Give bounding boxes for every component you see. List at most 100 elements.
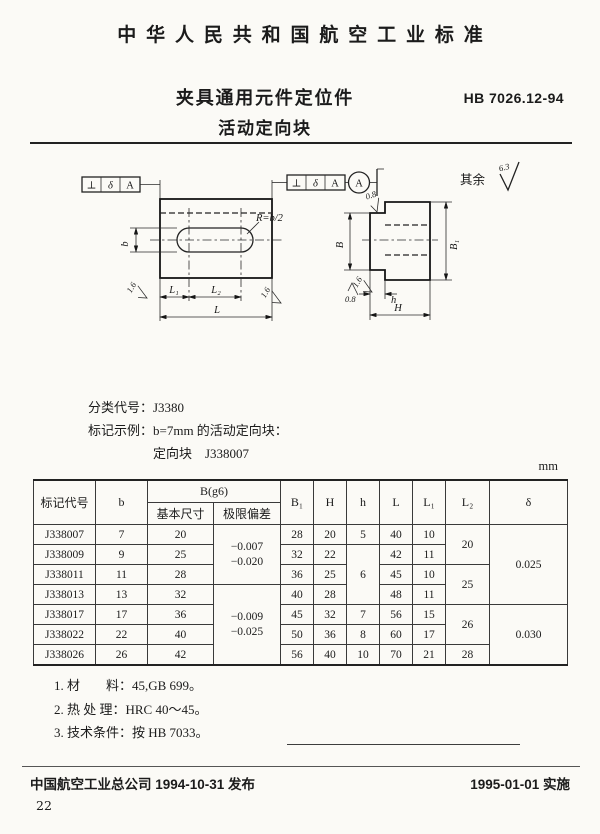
table-cell: 25 — [445, 564, 490, 605]
table-cell: 60 — [379, 624, 413, 645]
page-title: 夹具通用元件定位件 — [175, 88, 355, 108]
roughness-mark-16-bottom: 1.6 — [350, 274, 373, 293]
table-cell: 32 — [280, 544, 314, 565]
svg-text:0.8: 0.8 — [345, 294, 356, 304]
svg-text:δ: δ — [313, 179, 319, 190]
publisher-and-date: 中国航空工业总公司 1994-10-31 发布 — [30, 777, 256, 792]
table-cell: 13 — [95, 584, 148, 605]
header-divider — [30, 142, 572, 144]
table-cell: J338013 — [33, 584, 96, 605]
table-cell: J338026 — [33, 644, 96, 666]
table-cell: 40 — [147, 624, 214, 645]
tolerance-frame-left: ⊥ δ A — [81, 176, 160, 193]
table-cell: 28 — [445, 644, 490, 666]
info-block: 分类代号：J3380 标记示例：b=7mm 的活动定向块： 定向块 J33800… — [88, 396, 288, 465]
table-cell: 21 — [412, 644, 446, 666]
svg-text:A: A — [331, 179, 339, 190]
svg-text:δ: δ — [108, 181, 114, 192]
table-cell: 42 — [147, 644, 214, 666]
table-cell: 22 — [95, 624, 148, 645]
marking-example: 标记示例：b=7mm 的活动定向块： — [88, 423, 288, 438]
svg-text:1.6: 1.6 — [124, 280, 138, 295]
table-cell: 45 — [379, 564, 413, 585]
table-cell: 17 — [412, 624, 446, 645]
dimension-spec-table: 标记代号 b B(g6) B₁ H h L L₁ L₂ δ 基本尺寸 极限偏差 … — [33, 479, 568, 666]
table-cell: 11 — [412, 584, 446, 605]
table-cell: 11 — [412, 544, 446, 565]
table-cell: J338017 — [33, 604, 96, 625]
table-cell: 36 — [147, 604, 214, 625]
svg-text:1.6: 1.6 — [258, 285, 272, 300]
marking-example-designation: 定向块 J338007 — [153, 446, 250, 461]
table-cell: 22 — [313, 544, 347, 565]
dim-b-label: b — [120, 241, 131, 246]
dim-B-label: B — [335, 241, 346, 248]
svg-text:0.8: 0.8 — [364, 188, 378, 201]
table-header-row-2: 基本尺寸 极限偏差 — [34, 502, 568, 525]
side-view: ⊥ δ A A 0.8 — [272, 168, 460, 320]
radius-label: R=b/2 — [255, 213, 284, 224]
roughness-check-icon — [499, 161, 520, 192]
table-cell: −0.007 −0.020 — [213, 524, 281, 585]
col-header-bg6: B(g6) — [147, 479, 281, 503]
col-header-delta: δ — [489, 479, 568, 525]
dim-H-label: H — [393, 303, 403, 314]
col-header-b: b — [95, 479, 148, 525]
table-cell: 42 — [379, 544, 413, 565]
table-cell: J338022 — [33, 624, 96, 645]
table-cell: 9 — [95, 544, 148, 565]
col-header-deviation: 极限偏差 — [213, 502, 281, 525]
page-number: 22 — [36, 798, 52, 813]
dim-B1-label: B₁ — [449, 240, 460, 250]
roughness-mark-16-right: 1.6 — [258, 285, 282, 304]
table-cell: 32 — [313, 604, 347, 625]
table-cell: 32 — [147, 584, 214, 605]
table-cell: 70 — [379, 644, 413, 666]
table-cell: 28 — [313, 584, 347, 605]
dim-l-label: L — [213, 305, 220, 316]
rest-label: 其余 — [460, 172, 486, 187]
datum-circle-label: A — [355, 179, 363, 190]
note-technical-conditions: 3. 技术条件：按 HB 7033。 — [54, 725, 209, 740]
standard-number: HB 7026.12-94 — [463, 90, 564, 106]
table-cell: 6 — [346, 544, 380, 605]
table-cell: 45 — [280, 604, 314, 625]
table-unit-label: mm — [538, 459, 558, 473]
implementation-date: 1995-01-01 实施 — [470, 777, 570, 792]
table-cell: 10 — [412, 564, 446, 585]
col-header-L: L — [379, 479, 413, 525]
dim-l1-label: L₁ — [168, 285, 179, 296]
table-cell: 0.025 — [489, 524, 568, 605]
table-cell: 25 — [147, 544, 214, 565]
table-cell: 26 — [95, 644, 148, 666]
table-cell: 28 — [147, 564, 214, 585]
front-view: ⊥ δ A R=b/2 b — [81, 176, 284, 321]
svg-text:6.3: 6.3 — [498, 161, 511, 173]
dim-h-label: h — [391, 295, 396, 306]
table-cell: 0.030 — [489, 604, 568, 666]
table-cell: 10 — [412, 524, 446, 545]
notes-block: 1. 材 料：45,GB 699。 2. 热 处 理：HRC 40～45。 3.… — [54, 674, 209, 745]
signature-line — [287, 744, 520, 745]
table-cell: −0.009 −0.025 — [213, 584, 281, 666]
perpendicularity-icon: ⊥ — [87, 181, 97, 192]
table-header-row-1: 标记代号 b B(g6) B₁ H h L L₁ L₂ δ — [33, 479, 568, 525]
roughness-mark-16-left: 1.6 — [124, 280, 148, 299]
col-header-l1: L₁ — [412, 479, 446, 525]
table-cell: J338011 — [33, 564, 96, 585]
table-cell: 20 — [313, 524, 347, 545]
table-cell: 7 — [95, 524, 148, 545]
table-cell: 5 — [346, 524, 380, 545]
col-header-code: 标记代号 — [33, 479, 96, 525]
table-cell: 56 — [280, 644, 314, 666]
table-cell: 7 — [346, 604, 380, 625]
table-cell: J338007 — [33, 524, 96, 545]
table-cell: 15 — [412, 604, 446, 625]
table-cell: 40 — [313, 644, 347, 666]
svg-text:1.6: 1.6 — [350, 274, 364, 289]
table-cell: 20 — [147, 524, 214, 545]
table-cell: 11 — [95, 564, 148, 585]
